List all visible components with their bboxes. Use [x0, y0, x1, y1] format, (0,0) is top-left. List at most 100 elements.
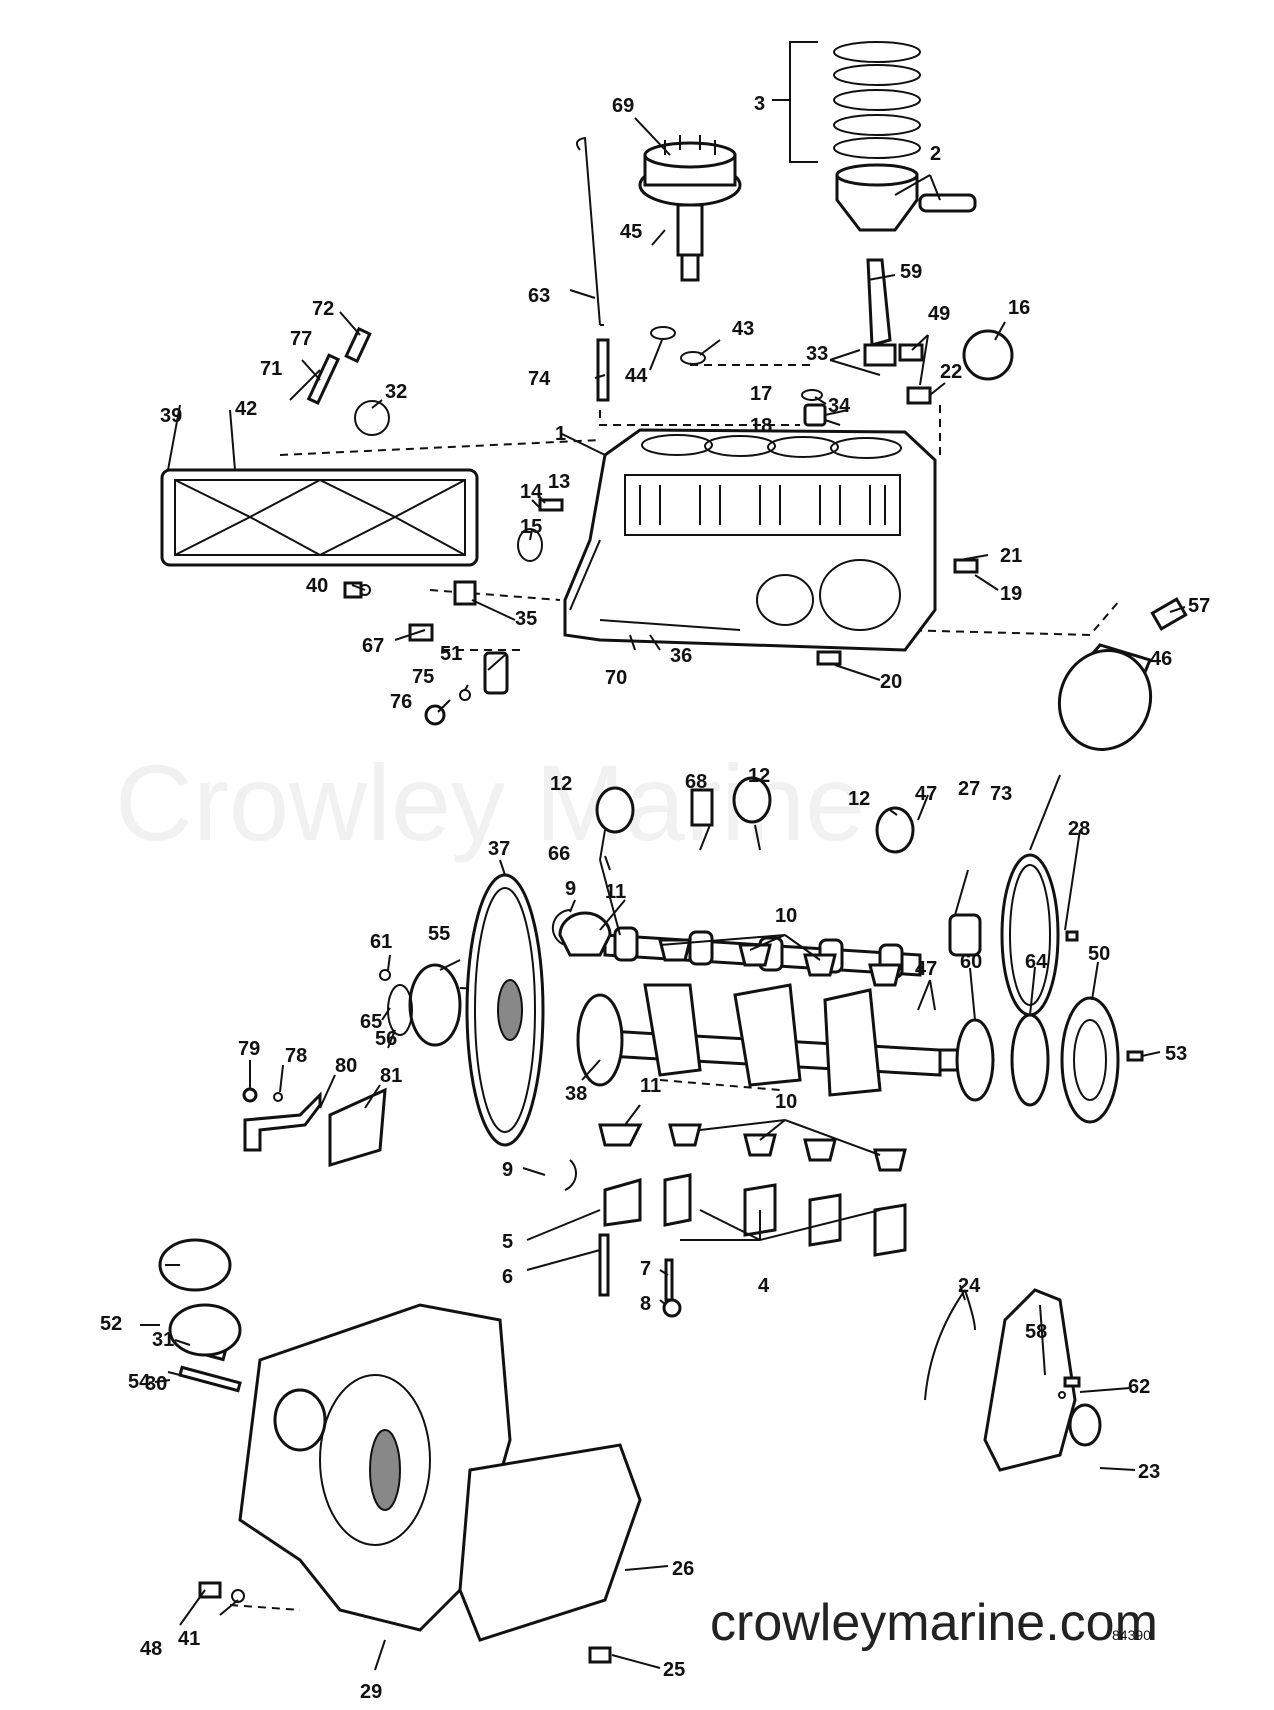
callout-73: 73: [990, 783, 1012, 805]
callout-30: 30: [145, 1373, 167, 1395]
callout-26: 26: [672, 1558, 694, 1580]
rocker-cover: [160, 468, 479, 567]
callout-3: 3: [754, 93, 765, 115]
callout-31: 31: [152, 1329, 174, 1351]
rear-seal-retainer: [379, 963, 462, 1047]
callout-70: 70: [605, 667, 627, 689]
callout-63: 63: [528, 285, 550, 307]
callout-2: 2: [930, 143, 941, 165]
callout-36: 36: [670, 645, 692, 667]
leader-lines: [140, 41, 1186, 1671]
callout-76: 76: [390, 691, 412, 713]
callout-62: 62: [1128, 1376, 1150, 1398]
callout-46: 46: [1150, 648, 1172, 670]
callout-23: 23: [1138, 1461, 1160, 1483]
callout-47-upper: 47: [915, 783, 937, 805]
mount-brackets: [242, 1087, 387, 1168]
callout-13: 13: [548, 471, 570, 493]
dipstick: [575, 136, 610, 402]
callout-71: 71: [260, 358, 282, 380]
callout-54: 54: [128, 1371, 151, 1393]
callout-labels: 1 2 3 4 5 6 7 8 9 9 10 10 11 11 12 12 12…: [100, 93, 1210, 1703]
callout-42: 42: [235, 398, 257, 420]
callout-7: 7: [640, 1258, 651, 1280]
callout-24: 24: [958, 1275, 981, 1297]
callout-6: 6: [502, 1266, 513, 1288]
callout-8: 8: [640, 1293, 651, 1315]
connecting-rod: [863, 258, 897, 367]
callout-51: 51: [440, 643, 462, 665]
callout-21: 21: [1000, 545, 1022, 567]
callout-65: 65: [360, 1011, 382, 1033]
callout-33: 33: [806, 343, 828, 365]
timing-cover: [924, 1288, 1102, 1472]
callout-20: 20: [880, 671, 902, 693]
callout-15: 15: [520, 516, 542, 538]
callout-45: 45: [620, 221, 642, 243]
callout-19: 19: [1000, 583, 1022, 605]
callout-17: 17: [750, 383, 772, 405]
callout-32: 32: [385, 381, 407, 403]
callout-60: 60: [960, 951, 982, 973]
callout-74: 74: [528, 368, 551, 390]
callout-9-lower: 9: [502, 1159, 513, 1181]
cylinder-block: [563, 428, 937, 652]
callout-64: 64: [1025, 951, 1048, 973]
callout-80: 80: [335, 1055, 357, 1077]
callout-11-lower: 11: [640, 1075, 661, 1097]
callout-47-lower: 47: [915, 958, 937, 980]
callout-77: 77: [290, 328, 312, 350]
callout-9-upper: 9: [565, 878, 576, 900]
callout-10-lower: 10: [775, 1091, 797, 1113]
callout-1: 1: [555, 423, 566, 445]
callout-12-middle: 12: [748, 765, 770, 787]
callout-29: 29: [360, 1681, 382, 1703]
callout-79: 79: [238, 1038, 260, 1060]
flywheel-housing: [158, 1238, 642, 1642]
callout-75: 75: [412, 666, 434, 688]
website-label: crowleymarine.com: [710, 1594, 1158, 1652]
callout-14: 14: [520, 481, 543, 503]
callout-72: 72: [312, 298, 334, 320]
callout-40: 40: [306, 575, 328, 597]
callout-43: 43: [732, 318, 754, 340]
piston-assembly: [833, 41, 977, 232]
callout-12-right: 12: [848, 788, 870, 810]
callout-61: 61: [370, 931, 392, 953]
callout-53: 53: [1165, 1043, 1187, 1065]
callout-49: 49: [928, 303, 950, 325]
callout-55: 55: [428, 923, 450, 945]
callout-18: 18: [750, 415, 772, 437]
callout-37: 37: [488, 838, 510, 860]
callout-59: 59: [900, 261, 922, 283]
callout-5: 5: [502, 1231, 513, 1253]
callout-50: 50: [1088, 943, 1110, 965]
misc-bolts: [198, 930, 1144, 1664]
callout-25: 25: [663, 1659, 685, 1681]
callout-58: 58: [1025, 1321, 1047, 1343]
callout-78: 78: [285, 1045, 307, 1067]
oil-filter: [1057, 597, 1188, 751]
main-bearings: [551, 909, 907, 1318]
callout-12-left: 12: [550, 773, 572, 795]
callout-67: 67: [362, 635, 384, 657]
callout-39: 39: [160, 405, 182, 427]
callout-4: 4: [758, 1275, 770, 1297]
callout-81: 81: [380, 1065, 402, 1087]
distributor: [638, 135, 742, 282]
callout-11-upper: 11: [605, 881, 626, 903]
callout-27: 27: [958, 778, 980, 800]
callout-48: 48: [140, 1638, 162, 1660]
callout-52: 52: [100, 1313, 122, 1335]
callout-22: 22: [940, 361, 962, 383]
crankshaft: [576, 983, 972, 1097]
callout-35: 35: [515, 608, 537, 630]
callout-34: 34: [828, 395, 851, 417]
callout-10-upper: 10: [775, 905, 797, 927]
callout-41: 41: [178, 1628, 200, 1650]
callout-16: 16: [1008, 297, 1030, 319]
drawing-code: 84390: [1112, 1627, 1151, 1643]
callout-44: 44: [625, 365, 648, 387]
callout-69: 69: [612, 95, 634, 117]
